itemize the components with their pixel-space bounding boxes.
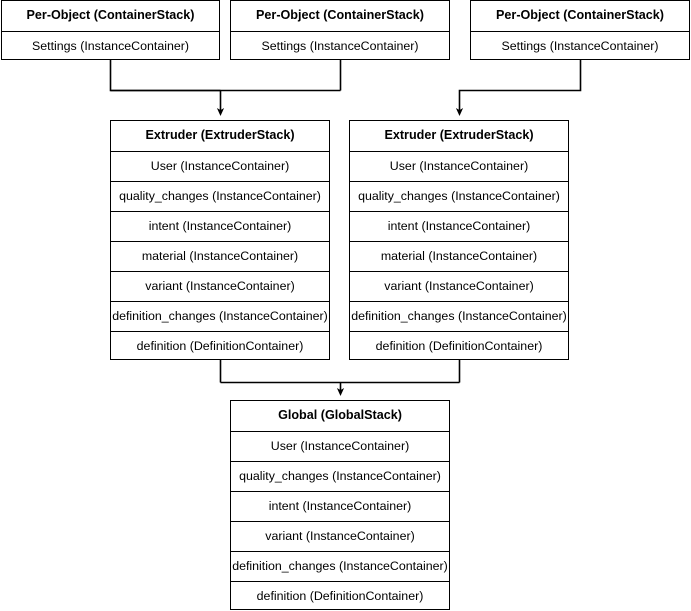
node-row: variant (InstanceContainer) bbox=[231, 521, 449, 551]
node-header: Extruder (ExtruderStack) bbox=[384, 128, 534, 142]
node-row: material (InstanceContainer) bbox=[111, 241, 329, 271]
node-row: definition_changes (InstanceContainer) bbox=[231, 551, 449, 581]
node-row: variant (InstanceContainer) bbox=[350, 271, 568, 301]
node-row: quality_changes (InstanceContainer) bbox=[231, 461, 449, 491]
node-row: User (InstanceContainer) bbox=[231, 431, 449, 461]
node-header: Global (GlobalStack) bbox=[278, 408, 402, 422]
edge-po2-to-extruder1 bbox=[110, 60, 342, 117]
node-row: intent (InstanceContainer) bbox=[111, 211, 329, 241]
edge-po3-to-extruder2 bbox=[455, 60, 582, 117]
node-row: intent (InstanceContainer) bbox=[350, 211, 568, 241]
node-row: definition (DefinitionContainer) bbox=[350, 331, 568, 361]
node-row: User (InstanceContainer) bbox=[111, 151, 329, 181]
node-row: material (InstanceContainer) bbox=[350, 241, 568, 271]
node-row: definition (DefinitionContainer) bbox=[231, 581, 449, 611]
node-header: Extruder (ExtruderStack) bbox=[145, 128, 295, 142]
node-header: Per-Object (ContainerStack) bbox=[26, 8, 195, 22]
node-row: definition (DefinitionContainer) bbox=[111, 331, 329, 361]
node-extruder-2[interactable]: Extruder (ExtruderStack) User (InstanceC… bbox=[349, 120, 569, 360]
node-global[interactable]: Global (GlobalStack) User (InstanceConta… bbox=[230, 400, 450, 610]
node-row: definition_changes (InstanceContainer) bbox=[350, 301, 568, 331]
node-per-object-2[interactable]: Per-Object (ContainerStack) Settings (In… bbox=[230, 0, 450, 60]
node-extruder-1[interactable]: Extruder (ExtruderStack) User (InstanceC… bbox=[110, 120, 330, 360]
node-row: Settings (InstanceContainer) bbox=[2, 31, 219, 61]
node-per-object-1[interactable]: Per-Object (ContainerStack) Settings (In… bbox=[1, 0, 220, 60]
node-per-object-3[interactable]: Per-Object (ContainerStack) Settings (In… bbox=[470, 0, 690, 60]
node-header: Per-Object (ContainerStack) bbox=[496, 8, 664, 22]
node-row: definition_changes (InstanceContainer) bbox=[111, 301, 329, 331]
node-row: Settings (InstanceContainer) bbox=[231, 31, 449, 61]
edge-po1-to-extruder1 bbox=[109, 60, 221, 92]
node-row: User (InstanceContainer) bbox=[350, 151, 568, 181]
node-row: intent (InstanceContainer) bbox=[231, 491, 449, 521]
node-row: quality_changes (InstanceContainer) bbox=[111, 181, 329, 211]
node-header: Per-Object (ContainerStack) bbox=[256, 8, 424, 22]
node-row: variant (InstanceContainer) bbox=[111, 271, 329, 301]
node-row: quality_changes (InstanceContainer) bbox=[350, 181, 568, 211]
edge-extruder2-to-global bbox=[220, 360, 461, 397]
node-row: Settings (InstanceContainer) bbox=[471, 31, 689, 61]
